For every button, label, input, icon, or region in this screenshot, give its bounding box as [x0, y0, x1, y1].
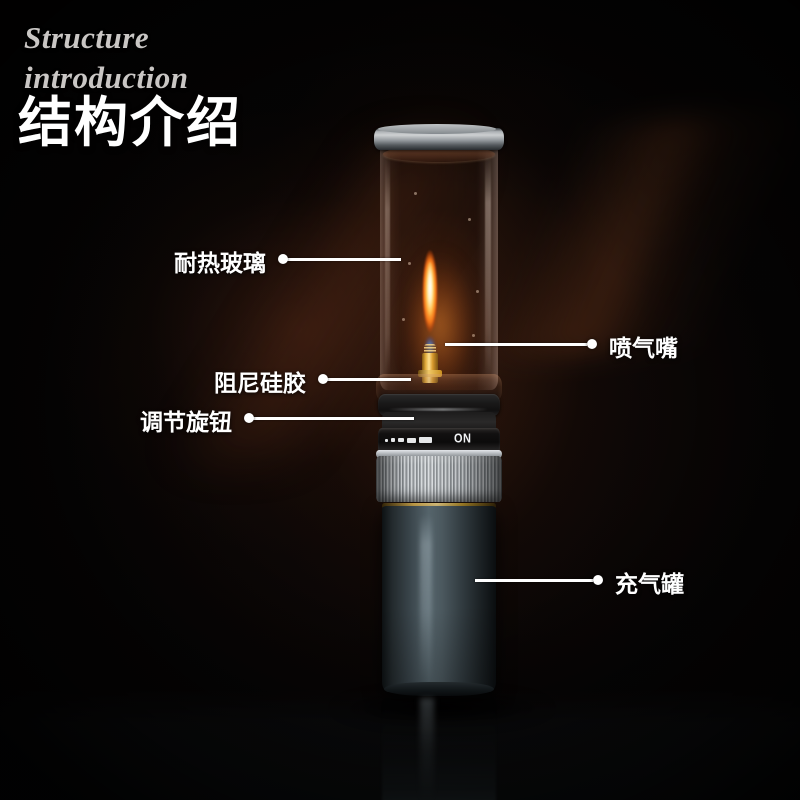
glass-highlight-left	[385, 152, 390, 380]
knob-scale-mark	[398, 438, 404, 442]
callout-label-adjustment-knob: 调节旋钮	[140, 409, 232, 435]
title-english: Structure introduction	[24, 20, 189, 95]
glass-speck	[408, 262, 411, 265]
callout-line-damping-silicone	[323, 377, 411, 381]
glass-speck	[468, 218, 471, 221]
product-reflection	[382, 696, 496, 800]
callout-dot-jet-nozzle	[587, 339, 597, 349]
knob-on-label: ON	[454, 432, 472, 446]
glass-speck	[414, 192, 417, 195]
callout-line-gas-refill-tank	[475, 578, 593, 582]
gas-refill-tank-body	[382, 506, 496, 692]
metal-cap-top	[378, 124, 496, 134]
tank-bottom-edge	[384, 682, 494, 696]
knob-scale-mark	[419, 437, 432, 443]
heat-resistant-glass-cylinder	[380, 140, 498, 390]
callout-line-jet-nozzle	[445, 342, 587, 346]
knob-scale-mark	[391, 438, 395, 442]
callout-dot-adjustment-knob	[244, 413, 254, 423]
callout-dot-damping-silicone	[318, 374, 328, 384]
silicone-highlight	[388, 408, 488, 411]
glass-speck	[476, 290, 479, 293]
tank-sheen	[420, 514, 432, 682]
callout-label-gas-refill-tank: 充气罐	[615, 571, 684, 597]
callout-line-adjustment-knob	[249, 416, 414, 420]
knob-scale-marks	[385, 437, 432, 443]
product-image: ON	[332, 122, 552, 800]
callout-dot-heat-resistant-glass	[278, 254, 288, 264]
adjustment-knob-knurled-ring	[376, 456, 502, 502]
callout-label-heat-resistant-glass: 耐热玻璃	[174, 250, 266, 276]
callout-dot-gas-refill-tank	[593, 575, 603, 585]
callout-label-damping-silicone: 阻尼硅胶	[214, 370, 306, 396]
callout-line-heat-resistant-glass	[283, 257, 401, 261]
title-chinese: 结构介绍	[18, 93, 242, 153]
callout-label-jet-nozzle: 喷气嘴	[609, 335, 678, 361]
glass-speck	[472, 334, 475, 337]
knob-scale-mark	[407, 437, 416, 443]
product-reflection-sheen	[420, 698, 434, 800]
knob-scale-mark	[385, 438, 388, 442]
flame-core	[425, 262, 435, 324]
glass-speck	[402, 318, 405, 321]
